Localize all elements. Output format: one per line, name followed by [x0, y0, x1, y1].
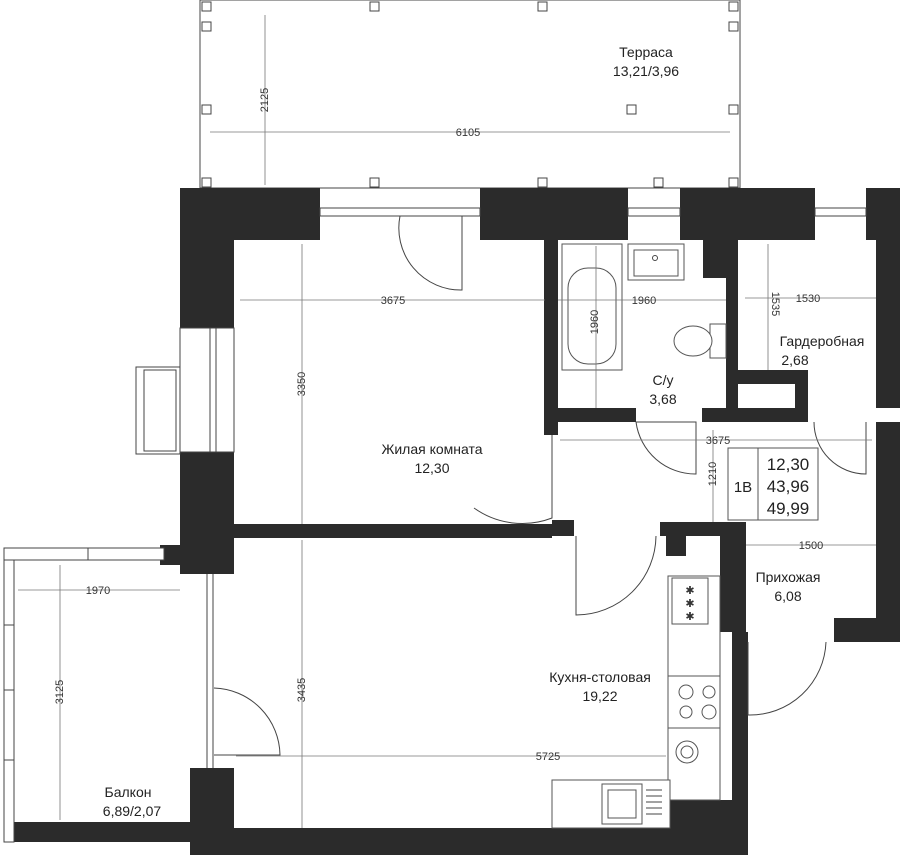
living-area: 12,30: [414, 460, 449, 476]
dim-balcony-width: 1970: [86, 585, 110, 597]
doors: [213, 215, 867, 756]
walls: [14, 188, 900, 855]
balcony-area: 6,89/2,07: [103, 803, 162, 819]
terrace-outline: [199, 0, 741, 189]
terrace-name: Терраса: [619, 44, 673, 60]
terrace: [199, 0, 741, 189]
hob-icon: [671, 577, 709, 625]
room-labels: Терраса 13,21/3,96 Жилая комната 12,30 С…: [103, 44, 865, 819]
kitchen-area: 19,22: [582, 688, 617, 704]
bathroom-name: С/у: [653, 372, 674, 388]
dim-balcony-depth: 3125: [54, 680, 66, 704]
dimension-lines: [18, 15, 876, 828]
living-name: Жилая комната: [381, 441, 482, 457]
wardrobe-name: Гардеробная: [780, 333, 865, 349]
total-area-value: 43,96: [767, 477, 810, 496]
svg-text:✱: ✱: [685, 598, 694, 610]
dim-hall-depth: 1210: [707, 462, 719, 486]
dim-wardrobe-depth: 1535: [769, 292, 781, 316]
dim-bathtub-length: 1960: [589, 310, 601, 334]
apartment-type: 1В: [734, 479, 752, 496]
dim-corridor-width: 3675: [706, 435, 730, 447]
dim-living-depth: 3350: [296, 372, 308, 396]
dim-wardrobe-width: 1530: [796, 293, 820, 305]
bathroom-fixtures: [561, 243, 727, 371]
dimension-labels: 2125 6105 3675 1960 1960 1535 1530 3350 …: [54, 88, 823, 763]
hallway-area: 6,08: [774, 588, 801, 604]
area-summary-badge: 1В 12,30 43,96 49,99: [727, 447, 819, 521]
kitchen-name: Кухня-столовая: [549, 669, 651, 685]
dim-hall-width: 1500: [799, 540, 823, 552]
dim-terrace-width: 6105: [456, 127, 480, 139]
terrace-posts: [201, 1, 739, 188]
toilet-icon: [673, 323, 727, 359]
terrace-area: 13,21/3,96: [613, 63, 679, 79]
svg-text:✱: ✱: [685, 585, 694, 597]
kitchen-fixtures: ✱ ✱ ✱: [551, 575, 721, 829]
living-area-value: 12,30: [767, 455, 810, 474]
dim-bath-width: 1960: [632, 295, 656, 307]
windows: [3, 207, 867, 843]
bathroom-area: 3,68: [649, 391, 676, 407]
svg-text:✱: ✱: [685, 611, 694, 623]
dim-kitchen-depth: 3435: [296, 678, 308, 702]
balcony-name: Балкон: [105, 784, 152, 800]
dim-living-width: 3675: [381, 295, 405, 307]
hallway-name: Прихожая: [756, 569, 821, 585]
dim-terrace-depth: 2125: [259, 88, 271, 112]
dim-kitchen-width: 5725: [536, 751, 560, 763]
total-with-outdoor-value: 49,99: [767, 499, 810, 518]
stove-icon: [667, 675, 721, 729]
wardrobe-area: 2,68: [781, 352, 808, 368]
